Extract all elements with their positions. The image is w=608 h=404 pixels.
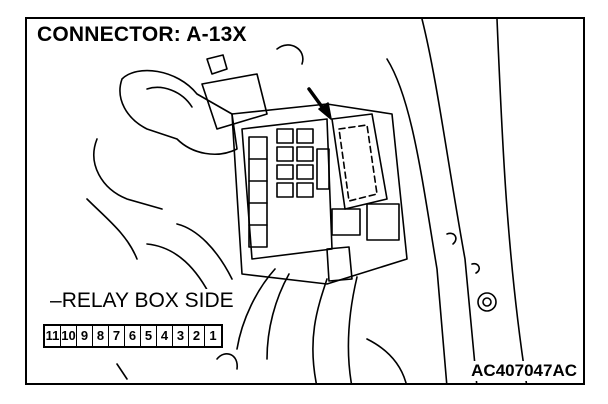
pin-5: 5	[141, 326, 157, 346]
pin-11: 11	[45, 326, 61, 346]
leader-dash: –	[50, 289, 62, 312]
pin-1: 1	[209, 328, 217, 343]
engine-bay-illustration	[86, 19, 528, 383]
diagram-frame: CONNECTOR: A-13X –RELAY BOX SIDE 11 10 9…	[25, 17, 585, 385]
pin-9: 9	[77, 326, 93, 346]
relay-box-side-label: –RELAY BOX SIDE	[47, 289, 237, 313]
connector-title: CONNECTOR: A-13X	[33, 23, 251, 47]
side-label-text: RELAY BOX SIDE	[61, 289, 234, 312]
connector-pin-layout: 11 10 9 8 7 6 5 4 3 2 1	[43, 324, 223, 348]
figure-code: AC407047AC	[469, 361, 579, 381]
pin-8: 8	[93, 326, 109, 346]
pin-2: 2	[189, 326, 205, 346]
pin-10: 10	[61, 326, 77, 346]
pin-6: 6	[125, 326, 141, 346]
pin-7: 7	[109, 326, 125, 346]
pin-4: 4	[157, 326, 173, 346]
pin-3: 3	[173, 326, 189, 346]
